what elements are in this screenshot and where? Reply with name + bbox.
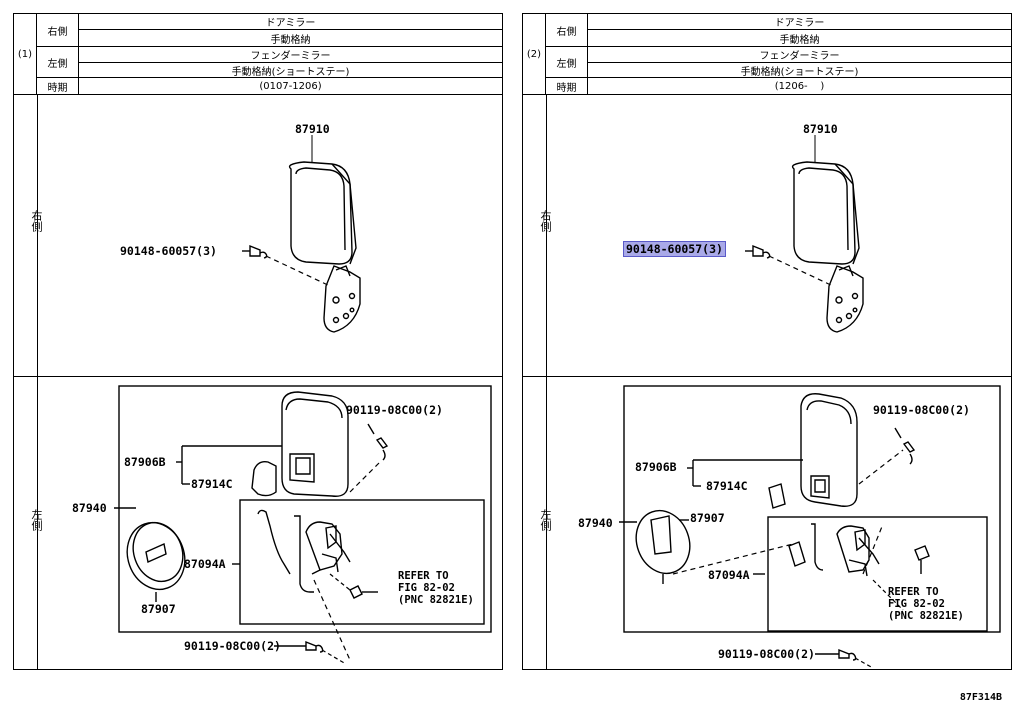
part-label-90119-08C00-bottom[interactable]: 90119-08C00(2): [184, 639, 281, 653]
part-label-87910[interactable]: 87910: [295, 122, 330, 136]
left-side-label: 左側: [37, 47, 79, 78]
part-label-90148-60057[interactable]: 90148-60057(3): [623, 241, 726, 257]
fender-mirror-left-illustration: [619, 385, 1001, 669]
period-value: (1206- ): [774, 80, 825, 92]
figure-code: 87F314B: [959, 692, 1002, 703]
row-divider: [523, 376, 1011, 377]
refer-note[interactable]: REFER TO FIG 82-02 (PNC 82821E): [888, 586, 964, 622]
fender-mirror-left-illustration: [114, 385, 492, 665]
door-mirror-label: ドアミラー: [588, 14, 1011, 30]
panel-header: (2) 右側 左側 時期 ドアミラー 手動格納 フェンダーミラー 手動格納(ショ…: [523, 14, 1011, 95]
part-label-87906B[interactable]: 87906B: [124, 455, 166, 469]
part-label-87910[interactable]: 87910: [803, 122, 838, 136]
parts-drawing: [242, 135, 361, 333]
row-divider: [14, 376, 502, 377]
right-side-label: 右側: [37, 14, 79, 47]
period-label: 時期: [37, 78, 79, 94]
part-label-87094A[interactable]: 87094A: [184, 557, 226, 571]
left-side-label: 左側: [546, 47, 588, 78]
refer-note[interactable]: REFER TO FIG 82-02 (PNC 82821E): [398, 570, 474, 606]
door-mirror-label: ドアミラー: [79, 14, 502, 30]
period-label: 時期: [546, 78, 588, 94]
panel-id: (2): [523, 14, 546, 94]
part-label-87906B[interactable]: 87906B: [635, 460, 677, 474]
part-label-90119-08C00-bottom[interactable]: 90119-08C00(2): [718, 647, 815, 661]
part-label-87940[interactable]: 87940: [72, 501, 107, 515]
right-side-label: 右側: [546, 14, 588, 47]
part-label-87907[interactable]: 87907: [141, 602, 176, 616]
part-label-87914C[interactable]: 87914C: [706, 479, 748, 493]
door-mirror-right-illustration: [242, 135, 361, 333]
manual-fold-right-label: 手動格納: [588, 30, 1011, 47]
part-label-87940[interactable]: 87940: [578, 516, 613, 530]
part-label-90148-60057[interactable]: 90148-60057(3): [120, 244, 217, 258]
manual-fold-left-label: 手動格納(ショートステー): [588, 63, 1011, 78]
panel-header: (1) 右側 左側 時期 ドアミラー 手動格納 フェンダーミラー 手動格納(ショ…: [14, 14, 502, 95]
door-mirror-right-illustration: [745, 135, 864, 333]
manual-fold-right-label: 手動格納: [79, 30, 502, 47]
fender-mirror-label: フェンダーミラー: [79, 47, 502, 63]
part-label-87914C[interactable]: 87914C: [191, 477, 233, 491]
panel-1: (1) 右側 左側 時期 ドアミラー 手動格納 フェンダーミラー 手動格納(ショ…: [13, 13, 503, 670]
part-label-87907[interactable]: 87907: [690, 511, 725, 525]
panel-2: (2) 右側 左側 時期 ドアミラー 手動格納 フェンダーミラー 手動格納(ショ…: [522, 13, 1012, 670]
part-label-87094A[interactable]: 87094A: [708, 568, 750, 582]
row-label-right: 右側: [30, 210, 43, 232]
period-value: (0107-1206): [259, 80, 322, 92]
panel-id: (1): [14, 14, 37, 94]
fender-mirror-label: フェンダーミラー: [588, 47, 1011, 63]
side-column: [14, 94, 38, 669]
part-label-90119-08C00-top[interactable]: 90119-08C00(2): [346, 403, 443, 417]
row-label-right: 右側: [539, 210, 552, 232]
row-label-left: 左側: [30, 509, 43, 531]
row-label-left: 左側: [539, 509, 552, 531]
part-label-90119-08C00-top[interactable]: 90119-08C00(2): [873, 403, 970, 417]
parts-drawing: [745, 135, 864, 333]
manual-fold-left-label: 手動格納(ショートステー): [79, 63, 502, 78]
side-column: [523, 94, 547, 669]
